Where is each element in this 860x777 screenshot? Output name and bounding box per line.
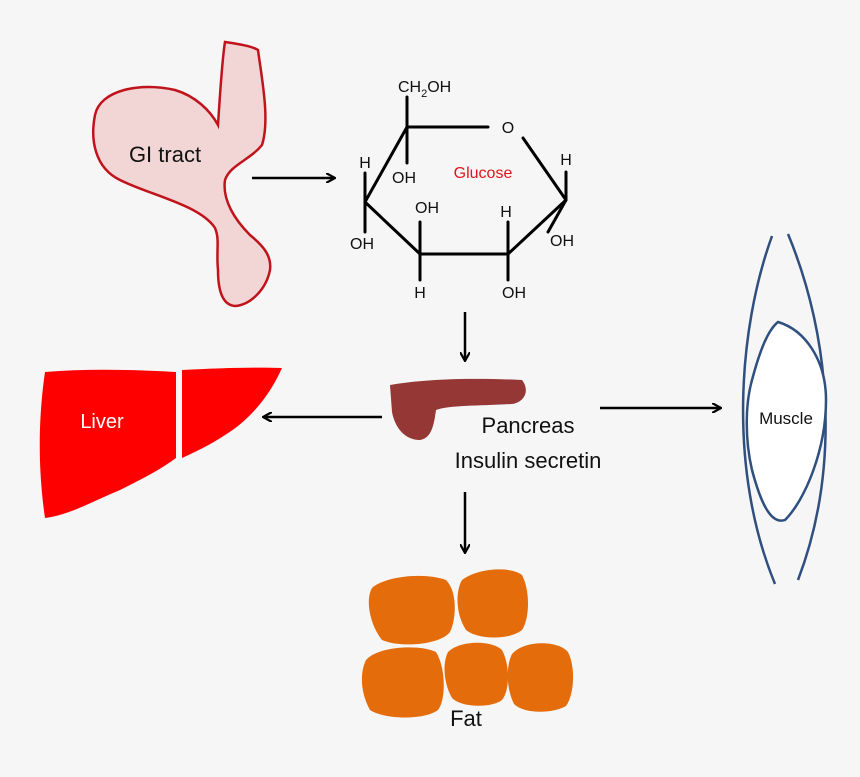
fat-cell <box>444 642 508 706</box>
fat-label: Fat <box>450 706 482 731</box>
pancreas-label: Pancreas <box>482 413 575 438</box>
liver-label: Liver <box>80 411 124 433</box>
glucose-ring <box>363 125 568 256</box>
fat-cell <box>457 569 528 638</box>
atom-oh-c4: OH <box>350 236 374 253</box>
fat-cell <box>507 643 574 712</box>
atom-ring-o: O <box>502 120 514 137</box>
atom-oh-c1: OH <box>550 233 574 250</box>
atom-ch2oh: CH2OH <box>398 79 451 100</box>
pancreas-shape <box>390 378 526 440</box>
atom-oh-c5: OH <box>392 170 416 187</box>
atom-oh-c2: OH <box>502 285 526 302</box>
gi-tract-label: GI tract <box>129 142 201 167</box>
fat-cell <box>368 575 455 645</box>
bond-c1-oh <box>546 198 568 234</box>
atom-h-c2: H <box>500 204 512 221</box>
glucose-molecule: CH2OH O H OH Glucose H OH H OH OH H OH <box>350 79 574 302</box>
gi-tract-shape <box>92 40 272 308</box>
atom-h-c3: H <box>414 285 426 302</box>
muscle-label: Muscle <box>759 409 813 428</box>
fat-cells <box>361 569 574 718</box>
atom-oh-c3: OH <box>415 200 439 217</box>
insulin-label: Insulin secretin <box>455 448 602 473</box>
glucose-label: Glucose <box>454 165 513 182</box>
liver-shape <box>39 367 282 518</box>
muscle-shape <box>741 233 828 585</box>
atom-h-c4: H <box>359 155 371 172</box>
atom-h-c1: H <box>560 152 572 169</box>
fat-cell <box>361 647 444 718</box>
